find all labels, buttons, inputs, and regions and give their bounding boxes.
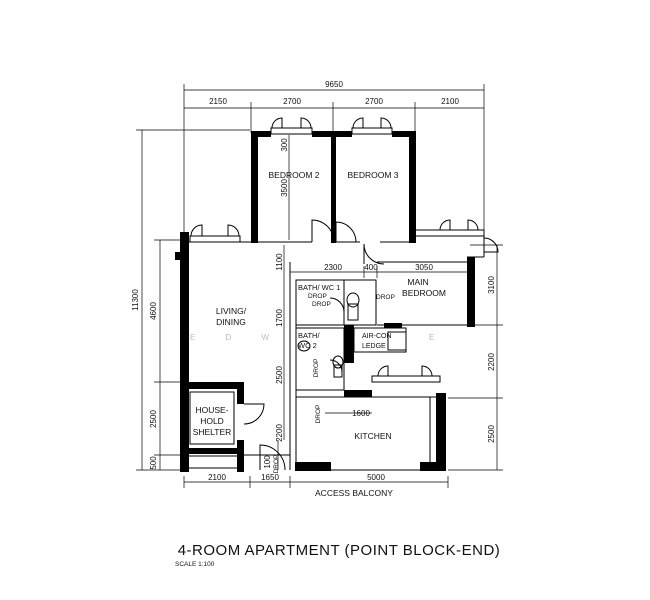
label-ledge: LEDGE — [362, 343, 386, 350]
label-dining: DINING — [216, 317, 246, 327]
label-shelter-2: HOLD — [200, 416, 224, 426]
dim-inner-2200: 2200 — [275, 424, 284, 442]
dim-inner-1700: 1700 — [275, 309, 284, 327]
drop-4: DROP — [315, 405, 322, 424]
label-bath-1: BATH/ WC 1 — [298, 283, 340, 292]
label-main: MAIN — [407, 277, 428, 287]
dim-bottom-3: 5000 — [367, 473, 385, 482]
plan-scale: SCALE 1:100 — [175, 561, 215, 568]
room-labels: BEDROOM 2 BEDROOM 3 LIVING/ DINING MAIN … — [193, 170, 446, 498]
walls — [180, 131, 475, 472]
dim-inner-400: 400 — [364, 263, 378, 272]
plan-title: 4-ROOM APARTMENT (POINT BLOCK-END) — [178, 542, 501, 559]
label-bedroom-3: BEDROOM 3 — [347, 170, 398, 180]
dim-bottom-1: 2100 — [208, 473, 226, 482]
label-shelter-1: HOUSE- — [195, 405, 228, 415]
watermark-tail: E — [429, 333, 448, 342]
dim-inner-2500: 2500 — [275, 366, 284, 384]
dim-bottom-2: 1650 — [261, 473, 279, 482]
dim-top-4: 2100 — [441, 97, 459, 106]
dim-left-1: 4600 — [149, 302, 158, 320]
dim-top-total: 9650 — [325, 80, 343, 89]
dim-left-total: 11300 — [131, 289, 140, 311]
label-aircon: AIR-CON — [362, 333, 392, 340]
dim-inner-2300: 2300 — [324, 263, 342, 272]
dim-inner-100: 100 — [263, 455, 272, 469]
windows — [189, 117, 479, 383]
dim-inner-1600: 1600 — [352, 409, 370, 418]
label-shelter-3: SHELTER — [193, 427, 232, 437]
drop-labels: DROP DROP DROP DROP DROP DROP — [273, 293, 395, 473]
dim-inner-1100: 1100 — [275, 253, 284, 271]
drop-2: DROP — [376, 294, 395, 301]
label-main-bedroom: BEDROOM — [402, 288, 446, 298]
label-bath-2a: BATH/ — [298, 331, 320, 340]
dim-left-3: 500 — [149, 456, 158, 470]
label-kitchen: KITCHEN — [354, 431, 391, 441]
drop-5: DROP — [273, 455, 280, 474]
dim-inner-3050: 3050 — [415, 263, 433, 272]
watermark: E D W — [190, 333, 283, 342]
label-bath-2b: WC 2 — [298, 341, 317, 350]
dimension-lines — [136, 84, 503, 488]
dim-top-2: 2700 — [283, 97, 301, 106]
label-access-balcony: ACCESS BALCONY — [315, 488, 393, 498]
dim-top-1: 2150 — [209, 97, 227, 106]
dim-right-2: 2200 — [487, 353, 496, 371]
dim-left-2: 2500 — [149, 410, 158, 428]
dim-right-3: 2500 — [487, 425, 496, 443]
dimension-labels: 9650 2150 2700 2700 2100 11300 4600 2500… — [131, 80, 496, 482]
dim-inner-300: 300 — [280, 138, 289, 152]
fixtures — [175, 252, 360, 378]
dim-top-3: 2700 — [365, 97, 383, 106]
drop-3: DROP — [313, 359, 320, 378]
dim-right-1: 3100 — [487, 276, 496, 294]
drop-6: DROP — [312, 301, 331, 308]
label-bedroom-2: BEDROOM 2 — [268, 170, 319, 180]
doors — [243, 219, 499, 471]
dim-inner-3500: 3500 — [280, 179, 289, 197]
drop-1: DROP — [308, 293, 327, 300]
label-living: LIVING/ — [216, 306, 247, 316]
